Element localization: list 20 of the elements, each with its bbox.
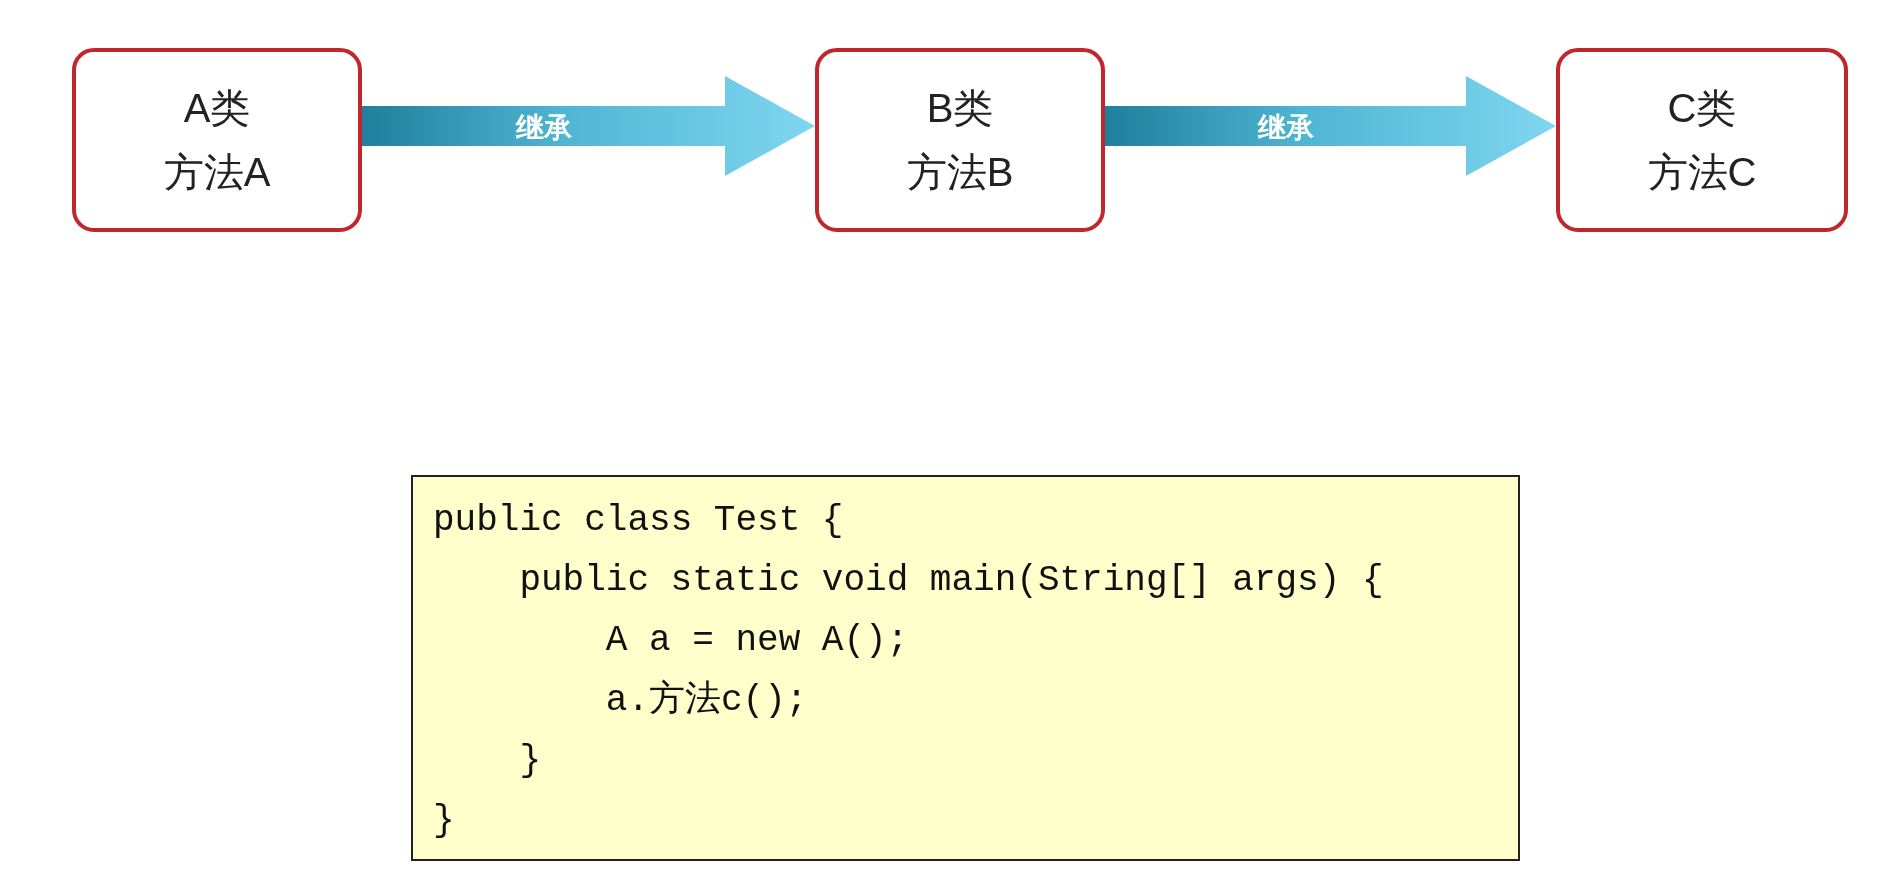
- code-line: }: [519, 739, 541, 783]
- method-name: 方法B: [906, 149, 1014, 196]
- class-box: [815, 48, 1105, 232]
- code-block: [411, 475, 1520, 861]
- class-name: B类: [926, 85, 994, 132]
- class-box: [72, 48, 362, 232]
- block-arrow: [362, 76, 815, 176]
- method-name: 方法A: [163, 149, 271, 196]
- edge-label: 继承: [515, 111, 572, 145]
- code-line: A a = new A();: [605, 619, 909, 663]
- method-name: 方法C: [1647, 149, 1757, 196]
- class-name: A类: [183, 85, 251, 132]
- code-line: a.方法c();: [605, 678, 808, 723]
- code-line: public class Test {: [433, 499, 844, 543]
- code-line: public static void main(String[] args) {: [519, 559, 1384, 603]
- class-box: [1556, 48, 1848, 232]
- class-name: C类: [1667, 85, 1737, 132]
- edge-label: 继承: [1257, 111, 1314, 145]
- code-line: }: [433, 799, 455, 843]
- block-arrow: [1105, 76, 1556, 176]
